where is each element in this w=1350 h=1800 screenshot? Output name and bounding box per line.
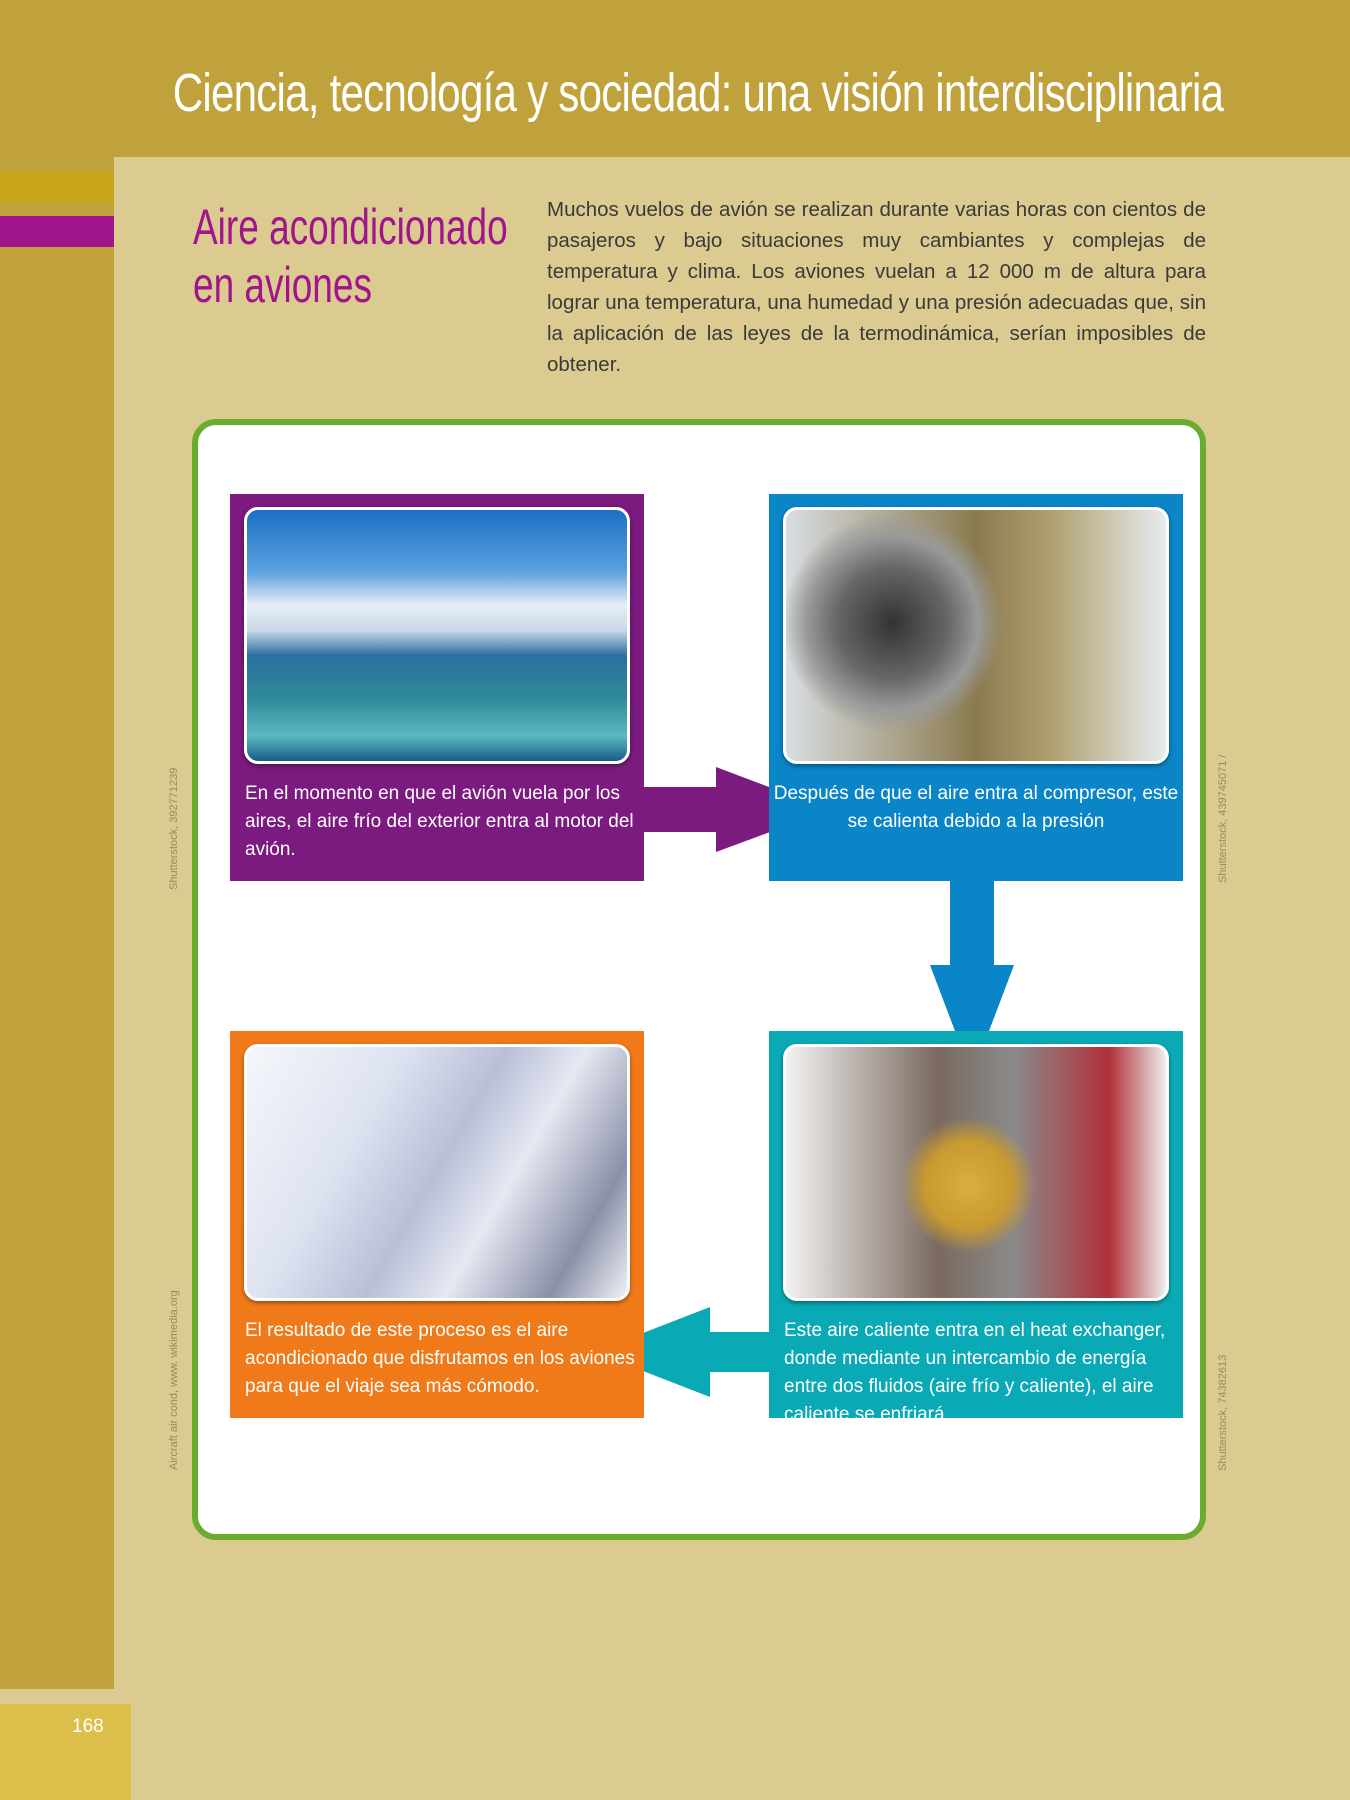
step-2-card: Después de que el aire entra al compreso… xyxy=(769,494,1183,881)
heat-exchanger-image xyxy=(783,1044,1169,1301)
section-title-line2: en aviones xyxy=(193,257,372,313)
page-number: 168 xyxy=(72,1716,104,1737)
airplane-in-flight-image xyxy=(244,507,630,764)
step-2-text: Después de que el aire entra al compreso… xyxy=(773,783,1179,832)
step-3-card: Este aire caliente entra en el heat exch… xyxy=(769,1031,1183,1425)
photo-credit-2: Shutterstock, 439745071 / xyxy=(1217,754,1229,883)
left-sidebar-band xyxy=(0,157,114,1689)
jet-engine-image xyxy=(783,507,1169,764)
step-1-card: En el momento en que el avión vuela por … xyxy=(230,494,644,881)
page-number-box xyxy=(0,1704,131,1800)
intro-paragraph: Muchos vuelos de avión se realizan duran… xyxy=(547,198,1206,376)
photo-credit-3: Shutterstock, 74382613 xyxy=(1217,1354,1229,1471)
page-title: Ciencia, tecnología y sociedad: una visi… xyxy=(172,63,1224,123)
section-title: Aire acondicionado en aviones xyxy=(193,198,508,314)
step-3-text: Este aire caliente entra en el heat exch… xyxy=(784,1320,1166,1425)
photo-credit-1: Shutterstock, 392771239 xyxy=(168,767,180,890)
magenta-stripe xyxy=(0,216,114,247)
section-title-line1: Aire acondicionado xyxy=(193,199,508,255)
photo-credit-4: Aircraft air cond, www. wikimedia.org xyxy=(168,1290,180,1470)
yellow-stripe xyxy=(0,172,114,202)
step-4-text: El resultado de este proceso es el aire … xyxy=(245,1320,635,1397)
arrow-right-icon xyxy=(644,767,830,852)
header-band xyxy=(0,0,1350,157)
cabin-ceiling-image xyxy=(244,1044,630,1301)
step-4-card: El resultado de este proceso es el aire … xyxy=(230,1031,644,1418)
arrow-left-icon xyxy=(594,1307,769,1397)
step-1-text: En el momento en que el avión vuela por … xyxy=(245,783,634,860)
arrow-down-icon xyxy=(930,881,1014,1076)
